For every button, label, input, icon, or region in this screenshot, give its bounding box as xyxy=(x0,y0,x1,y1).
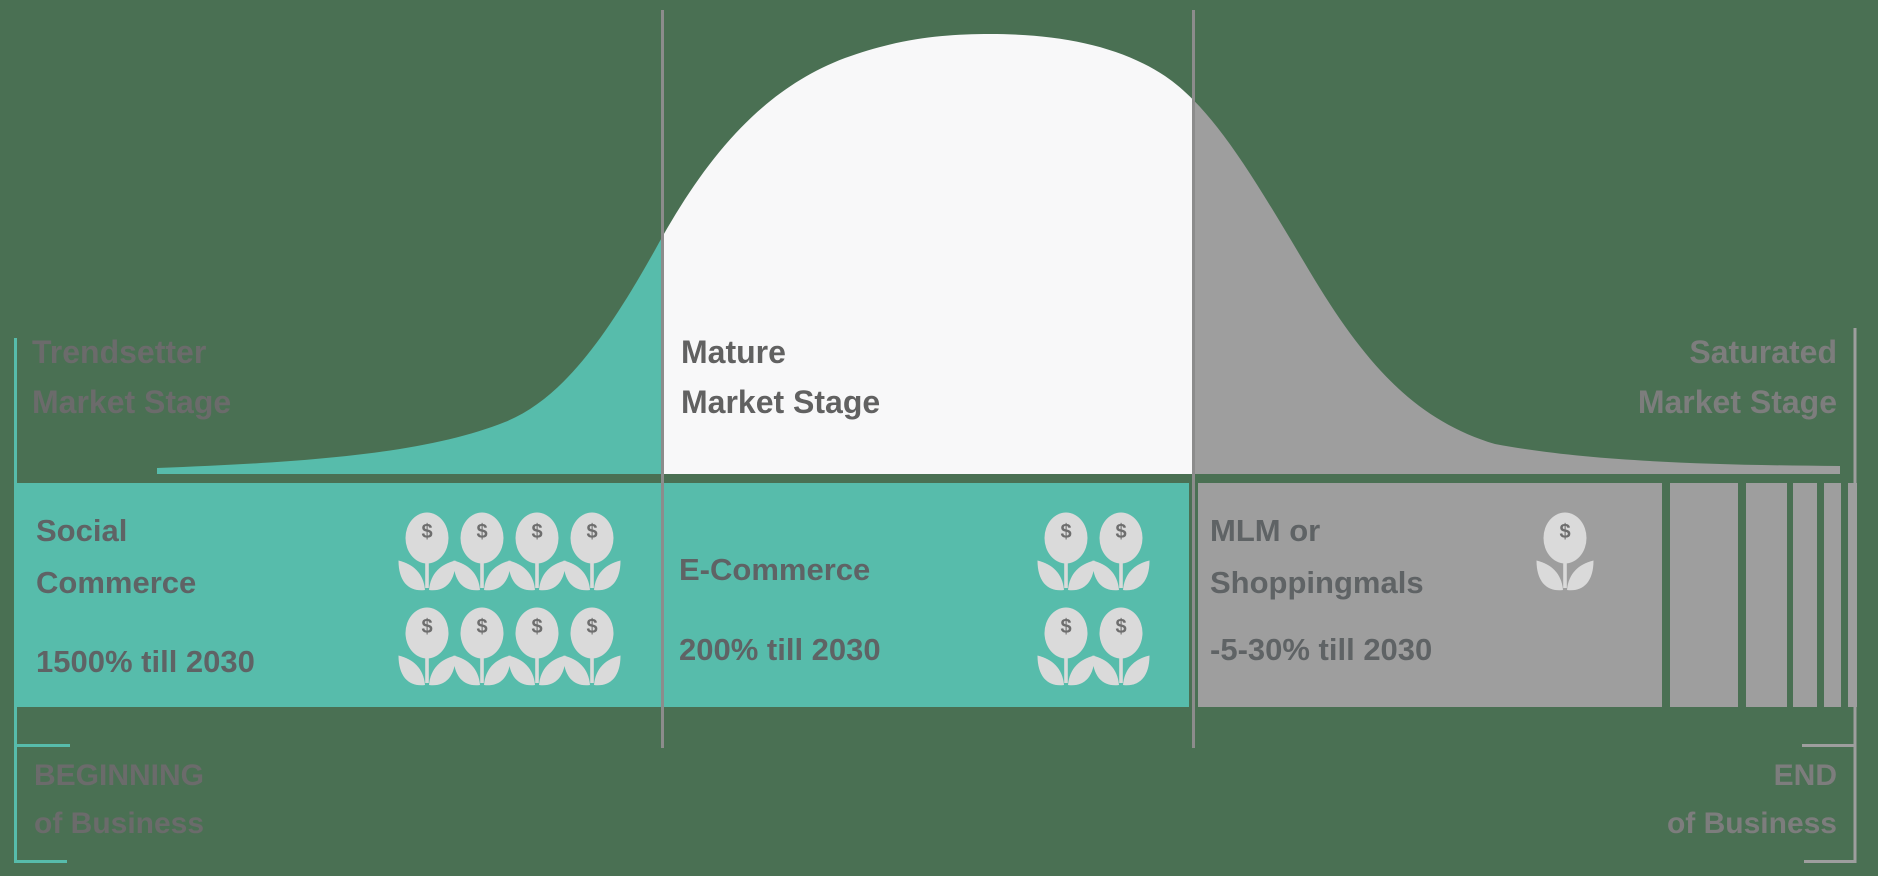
fade-bar xyxy=(1824,483,1841,707)
money-flower-icon: $ xyxy=(453,607,511,686)
money-flower-icon: $ xyxy=(508,512,566,591)
corner-label-line: of Business xyxy=(1666,807,1837,840)
money-flower-icon: $ xyxy=(563,512,621,591)
section-title-line: Social xyxy=(36,513,128,548)
end-of-business-label: END of Business xyxy=(1667,752,1837,848)
dollar-sign: $ xyxy=(531,521,542,543)
corner-label-line: END xyxy=(1773,759,1837,792)
money-flower-icon: $ xyxy=(1536,512,1594,591)
dollar-sign: $ xyxy=(1115,616,1126,638)
fade-bar xyxy=(1848,483,1857,707)
corner-label-line: of Business xyxy=(34,807,205,840)
section-title-line: MLM or xyxy=(1210,513,1321,548)
fade-bar xyxy=(1746,483,1787,707)
dollar-sign: $ xyxy=(1115,521,1126,543)
section-title-mlm: MLM or Shoppingmals xyxy=(1210,505,1424,609)
dollar-sign: $ xyxy=(476,521,487,543)
dollar-sign: $ xyxy=(1060,521,1071,543)
section-title-line: Shoppingmals xyxy=(1210,565,1424,600)
dollar-sign: $ xyxy=(586,521,597,543)
section-title-line: Commerce xyxy=(36,565,197,600)
corner-label-line: BEGINNING xyxy=(34,759,205,792)
money-flower-icon: $ xyxy=(508,607,566,686)
section-title-e-commerce: E-Commerce xyxy=(679,552,871,587)
stage-label-line: Market Stage xyxy=(681,384,881,420)
dollar-sign: $ xyxy=(421,521,432,543)
dollar-sign: $ xyxy=(531,616,542,638)
money-flower-icon: $ xyxy=(1092,607,1150,686)
dollar-sign: $ xyxy=(1559,521,1570,543)
beginning-of-business-label: BEGINNING of Business xyxy=(34,752,204,848)
dollar-sign: $ xyxy=(421,616,432,638)
stage-label-line: Trendsetter xyxy=(32,334,207,370)
dollar-sign: $ xyxy=(586,616,597,638)
end-bracket xyxy=(1802,328,1857,863)
dollar-sign: $ xyxy=(1060,616,1071,638)
section-growth-e-commerce: 200% till 2030 xyxy=(679,632,881,667)
fade-bar xyxy=(1670,483,1738,707)
money-flower-icon: $ xyxy=(1037,512,1095,591)
dollar-sign: $ xyxy=(476,616,487,638)
bell-curve-mature-segment xyxy=(663,34,1194,474)
stage-label-line: Market Stage xyxy=(1637,384,1837,420)
money-flower-icon: $ xyxy=(1092,512,1150,591)
stage-label-line: Market Stage xyxy=(32,384,232,420)
gray-info-band xyxy=(1198,483,1662,707)
money-flower-icon: $ xyxy=(398,512,456,591)
stage-label-line: Mature xyxy=(681,334,786,370)
beginning-bracket xyxy=(14,338,70,863)
money-flower-icon: $ xyxy=(453,512,511,591)
fade-bar xyxy=(1793,483,1817,707)
money-flower-icon: $ xyxy=(563,607,621,686)
money-flower-icon: $ xyxy=(398,607,456,686)
fade-out-bars xyxy=(1670,483,1857,707)
section-growth-mlm: -5-30% till 2030 xyxy=(1210,632,1433,667)
section-growth-social-commerce: 1500% till 2030 xyxy=(36,644,255,679)
money-flower-icons: $ $ $ $ $ $ $ $ $ $ $ $ $ xyxy=(398,512,1594,686)
stage-label-line: Saturated xyxy=(1689,334,1837,370)
money-flower-icon: $ xyxy=(1037,607,1095,686)
